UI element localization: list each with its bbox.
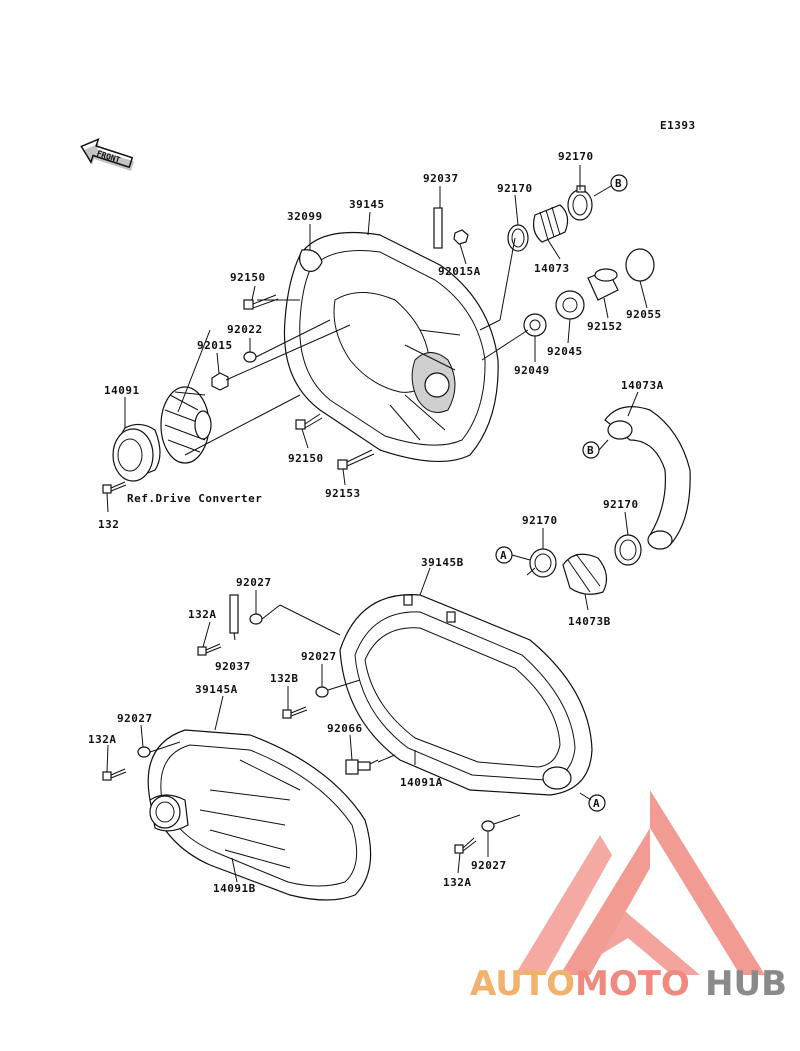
- svg-text:92027: 92027: [236, 576, 272, 589]
- clamp-92170-d: [614, 534, 642, 566]
- svg-text:HUB: HUB: [705, 964, 787, 1004]
- svg-text:MOTO: MOTO: [575, 964, 690, 1004]
- clamp-92170-a: [507, 224, 529, 252]
- washer-92027-b: [315, 686, 329, 698]
- drive-converter: [160, 386, 212, 464]
- svg-text:92152: 92152: [587, 320, 623, 333]
- part-92037-b: [229, 594, 239, 634]
- bolt-92150-a: [243, 294, 279, 310]
- svg-text:92170: 92170: [603, 498, 639, 511]
- bolt-92150-b: [295, 413, 323, 430]
- washer-92027-c: [137, 746, 151, 758]
- part-92015A: [453, 229, 469, 245]
- cap-14091: [112, 423, 161, 482]
- svg-text:39145: 39145: [349, 198, 385, 211]
- part-92037-top: [433, 207, 443, 249]
- sensor-92066: [345, 759, 379, 775]
- svg-text:92170: 92170: [558, 150, 594, 163]
- watermark-text: AUTO MOTO HUB: [470, 964, 787, 1004]
- pipe-92152: [587, 268, 619, 301]
- svg-text:A: A: [593, 797, 600, 810]
- clamp-92170-b: [567, 185, 593, 221]
- svg-text:92027: 92027: [471, 859, 507, 872]
- svg-text:92170: 92170: [522, 514, 558, 527]
- bolt-132B: [282, 706, 308, 719]
- svg-text:39145B: 39145B: [421, 556, 464, 569]
- washer-92027-d: [481, 820, 495, 832]
- bolt-132A-b: [102, 768, 127, 781]
- ref-note: Ref.Drive Converter: [127, 492, 262, 505]
- svg-text:92015A: 92015A: [438, 265, 481, 278]
- watermark-logo: [515, 790, 765, 975]
- svg-text:132A: 132A: [88, 733, 117, 746]
- bolt-132: [102, 481, 127, 494]
- bolt-132A-a: [197, 643, 222, 656]
- cover-39145A: [147, 729, 372, 901]
- svg-text:92037: 92037: [423, 172, 459, 185]
- svg-text:14091A: 14091A: [400, 776, 443, 789]
- svg-text:39145A: 39145A: [195, 683, 238, 696]
- callout-a-left: A: [495, 546, 513, 564]
- svg-text:92027: 92027: [117, 712, 153, 725]
- svg-text:92045: 92045: [547, 345, 583, 358]
- svg-text:14073A: 14073A: [621, 379, 664, 392]
- svg-text:92022: 92022: [227, 323, 263, 336]
- callout-b-top: B: [610, 174, 628, 192]
- svg-text:92037: 92037: [215, 660, 251, 673]
- front-arrow: FRONT: [80, 138, 135, 172]
- svg-text:32099: 32099: [287, 210, 323, 223]
- svg-text:92049: 92049: [514, 364, 550, 377]
- svg-text:92015: 92015: [197, 339, 233, 352]
- duct-14073A: [604, 406, 691, 550]
- svg-text:132A: 132A: [188, 608, 217, 621]
- bolt-92153: [337, 449, 375, 470]
- svg-text:132B: 132B: [270, 672, 299, 685]
- svg-text:14073B: 14073B: [568, 615, 611, 628]
- bolt-132A-c: [454, 837, 477, 854]
- duct-14073B: [562, 553, 608, 595]
- svg-text:14091: 14091: [104, 384, 140, 397]
- bearing-92045: [555, 290, 585, 320]
- washer-92027-a: [249, 613, 263, 625]
- svg-text:132A: 132A: [443, 876, 472, 889]
- svg-text:92027: 92027: [301, 650, 337, 663]
- nut-92015: [211, 372, 229, 391]
- cover-39145B: [339, 594, 593, 796]
- part-labels: 92037 32099 39145 92170 92170 92015A 140…: [88, 150, 664, 895]
- svg-text:132: 132: [98, 518, 119, 531]
- svg-text:92153: 92153: [325, 487, 361, 500]
- washer-92022: [243, 351, 257, 363]
- svg-text:14091B: 14091B: [213, 882, 256, 895]
- svg-text:92066: 92066: [327, 722, 363, 735]
- svg-text:92170: 92170: [497, 182, 533, 195]
- svg-text:92055: 92055: [626, 308, 662, 321]
- seal-92049: [523, 313, 547, 337]
- svg-text:A: A: [500, 549, 507, 562]
- outer-cover-39145: [283, 231, 499, 462]
- diagram-code: E1393: [660, 119, 696, 132]
- leader-lines: [106, 165, 648, 883]
- oring-92055: [625, 248, 655, 282]
- callout-a-bottom: A: [588, 794, 606, 812]
- duct-14073: [532, 204, 569, 243]
- svg-text:B: B: [615, 177, 622, 190]
- svg-text:B: B: [587, 444, 594, 457]
- svg-text:92150: 92150: [230, 271, 266, 284]
- svg-text:92150: 92150: [288, 452, 324, 465]
- svg-text:AUTO: AUTO: [470, 964, 575, 1004]
- clamp-92170-c: [529, 548, 557, 578]
- svg-text:14073: 14073: [534, 262, 570, 275]
- callout-b-left: B: [582, 441, 600, 459]
